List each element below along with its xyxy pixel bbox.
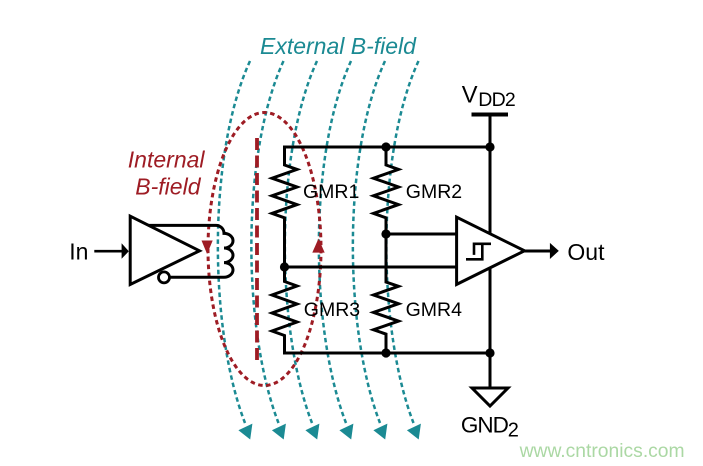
svg-text:2: 2 — [508, 419, 519, 441]
svg-text:GMR1: GMR1 — [303, 181, 359, 203]
svg-text:DD2: DD2 — [478, 89, 515, 111]
svg-text:GMR3: GMR3 — [304, 299, 360, 321]
svg-text:V: V — [462, 83, 478, 109]
svg-text:www.cntronics.com: www.cntronics.com — [519, 441, 685, 462]
svg-text:External B-field: External B-field — [260, 33, 417, 59]
svg-text:Internal: Internal — [128, 147, 206, 173]
svg-text:GMR2: GMR2 — [406, 181, 462, 203]
svg-text:B-field: B-field — [135, 173, 201, 199]
svg-text:In: In — [69, 239, 88, 265]
svg-text:GND: GND — [461, 412, 509, 437]
svg-text:Out: Out — [567, 239, 605, 265]
svg-text:GMR4: GMR4 — [406, 299, 462, 321]
